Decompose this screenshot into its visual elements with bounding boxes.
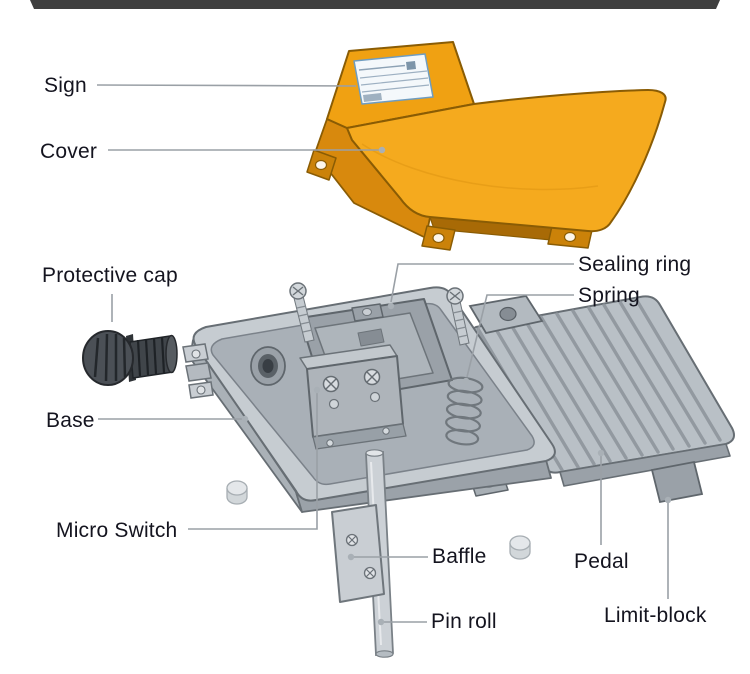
cover-screw-left [289, 282, 315, 343]
label-sealing-ring: Sealing ring [578, 253, 692, 276]
baffle-part [331, 504, 385, 603]
rubber-foot [509, 535, 531, 560]
switch-body [306, 355, 404, 438]
micro-switch-leader-line [188, 393, 318, 530]
cover-part [306, 41, 667, 251]
cable-entry-boss [250, 346, 286, 386]
hinge-bracket-part [468, 295, 544, 335]
sealing-ring-anchor-dot [387, 302, 395, 310]
ear-hole [314, 159, 328, 171]
sign-text-line [359, 70, 428, 79]
cover-anchor-dot [378, 146, 386, 154]
cap-collar [165, 334, 178, 374]
sign-text-line [361, 84, 430, 93]
baffle-anchor-dot [347, 553, 355, 561]
bracket-hole [499, 306, 517, 322]
spring-leader-line [466, 294, 574, 378]
cover-highlight [361, 143, 599, 191]
protective-cap-part [82, 330, 178, 386]
sealing-ring-leader-line [390, 263, 574, 303]
small-screw [328, 398, 340, 410]
baffle-screw [345, 533, 359, 547]
limit-block-anchor-dot [664, 496, 672, 504]
cover-pedal-surface [346, 89, 667, 233]
leader-lines [96, 84, 672, 626]
cover-mounting-ear-bottom [421, 225, 456, 251]
bracket-screw [382, 427, 390, 435]
label-baffle: Baffle [432, 545, 487, 568]
limit-block-part [650, 460, 704, 504]
label-sign: Sign [44, 74, 87, 97]
label-protective-cap: Protective cap [42, 264, 178, 287]
label-cover: Cover [40, 140, 98, 163]
cover-hinge-ear-right [547, 225, 593, 249]
sign-plate [353, 53, 434, 105]
ring-center-slot [357, 328, 385, 347]
cover-screw-right [446, 287, 470, 346]
label-pedal: Pedal [574, 550, 629, 573]
bracket-screw [326, 439, 334, 447]
rubber-foot [226, 480, 248, 505]
pin-roll-anchor-dot [377, 618, 385, 626]
spring-anchor-dot [462, 377, 470, 385]
cover-mounting-ear-left [306, 149, 337, 181]
baffle-screw [363, 566, 377, 580]
base-anchor-dot [241, 415, 249, 423]
terminal-screw [322, 375, 340, 393]
ce-mark-icon [406, 61, 416, 70]
clamp-screw [196, 385, 206, 395]
spring-part [445, 376, 484, 446]
label-pin-roll: Pin roll [431, 610, 497, 633]
terminal-screw [363, 368, 381, 386]
top-divider-bar [30, 0, 720, 9]
pedal-anchor-dot [597, 449, 605, 457]
micro-switch-part [299, 344, 407, 450]
small-screw [369, 391, 381, 403]
label-limit-block: Limit-block [604, 604, 707, 627]
sign-leader-line [96, 84, 357, 87]
ear-hole [563, 231, 577, 243]
pedal-ribs [476, 297, 722, 472]
micro-switch-anchor-dot [313, 386, 321, 394]
sealing-ring-tab [351, 303, 384, 322]
label-spring: Spring [578, 284, 640, 307]
ear-hole [432, 232, 445, 244]
label-base: Base [46, 409, 95, 432]
sign-text-line [360, 77, 429, 86]
sign-barcode [363, 93, 382, 102]
clamp-screw [191, 349, 201, 359]
label-micro-switch: Micro Switch [56, 519, 178, 542]
pedal-front-lip [559, 443, 731, 487]
cable-clamp-part [182, 343, 214, 399]
sign-text-line [358, 64, 406, 71]
